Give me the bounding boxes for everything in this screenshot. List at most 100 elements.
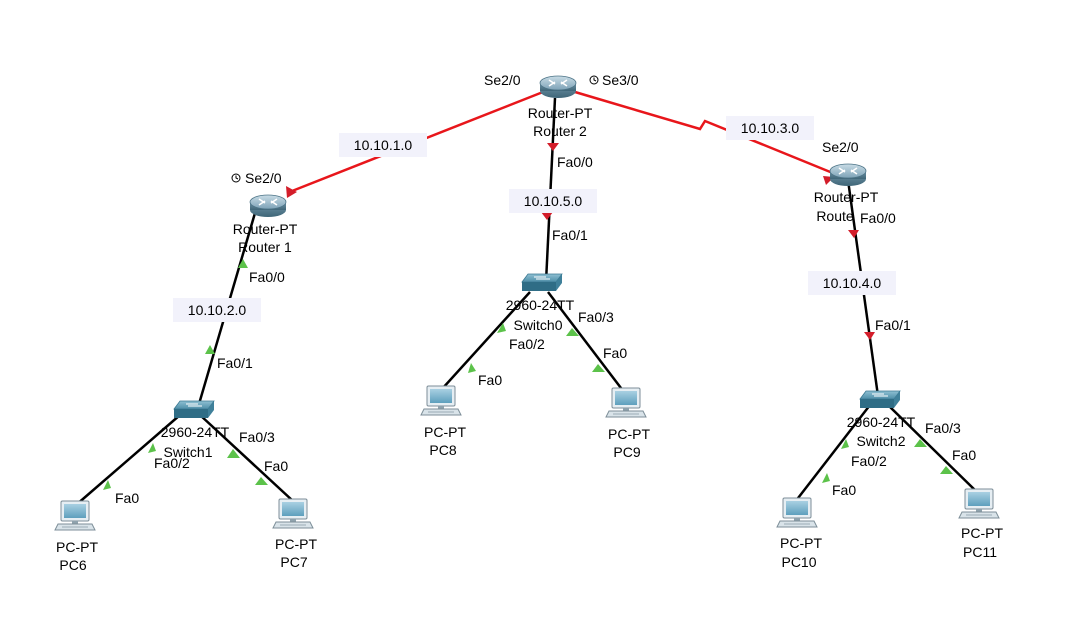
- link-switch2-pc11[interactable]: [887, 404, 979, 494]
- pc-icon: [420, 385, 462, 416]
- port-label: Fa0: [264, 458, 288, 474]
- pc-7[interactable]: PC-PT PC7: [272, 498, 317, 570]
- device-model: PC-PT: [56, 539, 98, 555]
- pc-icon: [272, 498, 314, 529]
- link-switch2-pc10[interactable]: [794, 404, 871, 503]
- port-label: Fa0/3: [239, 429, 275, 445]
- switch-icon: [173, 400, 215, 419]
- router-1[interactable]: Router-PT Router 1: [233, 194, 298, 255]
- device-name: Router 2: [533, 123, 587, 139]
- clock-icon: [589, 75, 599, 85]
- port-label: Fa0: [603, 345, 627, 361]
- port-label: Se2/0: [822, 139, 859, 155]
- link-up-marker: [227, 449, 240, 458]
- link-up-marker: [468, 363, 476, 373]
- device-name: Switch0: [513, 317, 562, 333]
- port-label: Fa0: [115, 490, 139, 506]
- link-up-marker: [255, 477, 268, 485]
- router-icon: [539, 75, 577, 99]
- device-name: Route: [816, 208, 854, 224]
- device-model: 2960-24TT: [847, 414, 916, 430]
- port-label: Fa0/3: [578, 309, 614, 325]
- port-labels: Se2/0 Se3/0 Fa0/0 Se2/0 Fa0/0 Se2/0 Fa0/…: [115, 72, 976, 506]
- port-label: Fa0/0: [249, 269, 285, 285]
- router-2[interactable]: Router-PT Router 2: [528, 75, 593, 139]
- network-label-net4[interactable]: 10.10.4.0: [808, 271, 896, 295]
- port-label: Se2/0: [245, 170, 282, 186]
- switch-2[interactable]: 2960-24TT Switch2: [847, 390, 916, 449]
- network-labels: 10.10.1.0 10.10.5.0 10.10.3.0 10.10.2.0 …: [173, 116, 896, 322]
- link-down-marker: [541, 212, 553, 220]
- port-label: Fa0/3: [925, 420, 961, 436]
- port-label: Fa0/2: [154, 455, 190, 471]
- pc-10[interactable]: PC-PT PC10: [776, 497, 822, 570]
- router-icon: [249, 194, 287, 218]
- network-label-net2[interactable]: 10.10.2.0: [173, 298, 261, 322]
- device-name: Switch1: [163, 444, 212, 460]
- network-address: 10.10.5.0: [524, 193, 583, 209]
- link-up-marker: [822, 473, 830, 483]
- link-up-marker: [940, 466, 953, 474]
- device-name: PC7: [280, 554, 307, 570]
- link-switch1-pc6[interactable]: [75, 414, 181, 506]
- device-model: PC-PT: [961, 525, 1003, 541]
- link-status-markers: [103, 143, 953, 490]
- device-name: Switch2: [856, 433, 905, 449]
- network-address: 10.10.4.0: [823, 275, 882, 291]
- link-up-marker: [148, 443, 156, 453]
- port-label: Fa0/1: [875, 317, 911, 333]
- switch-0[interactable]: 2960-24TT Switch0: [506, 273, 575, 333]
- router-icon: [829, 163, 867, 187]
- port-label: Fa0/1: [217, 355, 253, 371]
- link-down-marker: [864, 332, 875, 340]
- network-label-net3[interactable]: 10.10.3.0: [726, 116, 814, 140]
- link-switch0-pc9[interactable]: [547, 291, 625, 393]
- pc-8[interactable]: PC-PT PC8: [420, 385, 466, 458]
- network-address: 10.10.2.0: [188, 302, 247, 318]
- device-name: PC10: [781, 554, 816, 570]
- link-up-marker: [841, 439, 849, 449]
- port-label: Se3/0: [602, 72, 639, 88]
- port-label: Fa0/2: [851, 453, 887, 469]
- switch-icon: [859, 390, 901, 409]
- network-label-net1[interactable]: 10.10.1.0: [339, 133, 427, 157]
- port-label: Fa0: [478, 372, 502, 388]
- network-address: 10.10.1.0: [354, 137, 413, 153]
- device-model: PC-PT: [275, 536, 317, 552]
- link-down-marker: [848, 230, 859, 238]
- router-3[interactable]: Router-PT Route: [814, 163, 879, 224]
- link-switch0-pc8[interactable]: [441, 291, 531, 390]
- pc-icon: [54, 500, 96, 531]
- device-model: PC-PT: [608, 426, 650, 442]
- link-down-marker: [547, 143, 559, 151]
- switch-1[interactable]: 2960-24TT Switch1: [161, 400, 230, 460]
- link-switch1-pc7[interactable]: [199, 414, 294, 502]
- device-name: PC9: [613, 444, 640, 460]
- network-label-net5[interactable]: 10.10.5.0: [509, 189, 597, 213]
- device-name: PC6: [59, 557, 86, 573]
- device-name: PC8: [429, 442, 456, 458]
- link-up-marker: [914, 439, 927, 447]
- device-model: 2960-24TT: [161, 424, 230, 440]
- port-label: Fa0: [832, 482, 856, 498]
- port-label: Fa0: [952, 447, 976, 463]
- link-up-marker: [238, 259, 248, 268]
- link-up-marker: [592, 364, 605, 372]
- port-label: Fa0/1: [552, 227, 588, 243]
- link-down-marker: [286, 186, 297, 198]
- pc-9[interactable]: PC-PT PC9: [605, 387, 650, 460]
- port-label: Fa0/2: [509, 336, 545, 352]
- device-model: Router-PT: [814, 189, 879, 205]
- device-model: PC-PT: [780, 535, 822, 551]
- serial-link-router2-router3[interactable]: [574, 90, 846, 180]
- pc-6[interactable]: PC-PT PC6: [54, 500, 98, 573]
- pc-11[interactable]: PC-PT PC11: [958, 488, 1003, 560]
- port-label: Fa0/0: [557, 154, 593, 170]
- pc-icon: [776, 497, 818, 528]
- network-address: 10.10.3.0: [741, 120, 800, 136]
- device-name: PC11: [963, 544, 997, 560]
- link-up-marker: [497, 323, 506, 333]
- link-up-marker: [205, 345, 215, 354]
- device-model: Router-PT: [233, 221, 298, 237]
